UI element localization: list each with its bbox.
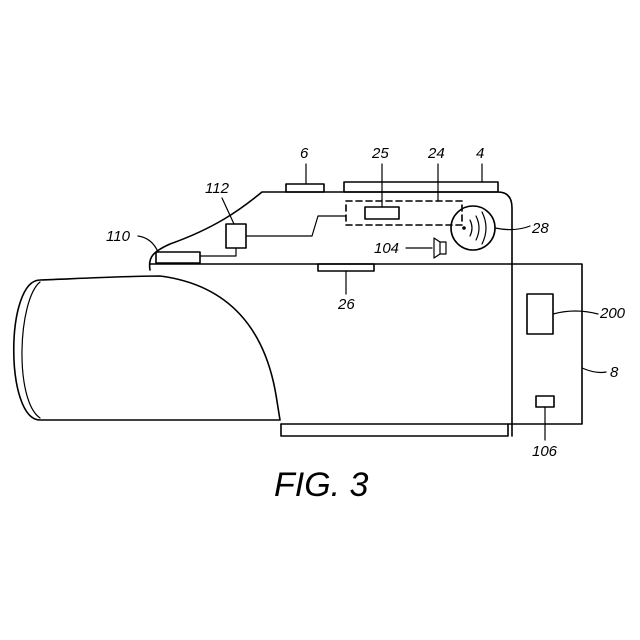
component-112: [226, 224, 246, 248]
speaker-28: [451, 206, 495, 250]
component-106: [536, 396, 554, 407]
label-25: 25: [371, 145, 389, 162]
wrist-end-curve: [22, 282, 40, 418]
bottom-element-26: [318, 264, 374, 271]
leader-110: [138, 236, 158, 252]
label-200: 200: [599, 305, 626, 322]
leader-200: [553, 311, 598, 314]
dashed-module-24: [346, 201, 462, 225]
leader-8: [582, 368, 606, 373]
button-6: [286, 184, 324, 192]
label-104: 104: [374, 240, 399, 257]
device-housing: [150, 192, 512, 436]
label-6: 6: [300, 145, 309, 162]
label-24: 24: [427, 145, 445, 162]
sensor-110: [156, 252, 200, 263]
wire-112-module: [246, 216, 346, 236]
label-8: 8: [610, 364, 619, 381]
speaker-104: [434, 238, 446, 258]
label-112: 112: [205, 180, 230, 197]
speaker-dot: [462, 226, 466, 230]
label-28: 28: [531, 220, 549, 237]
sound-waves: [470, 212, 486, 244]
component-200: [527, 294, 553, 334]
wrist-outline: [14, 276, 280, 420]
label-106: 106: [532, 443, 558, 460]
label-26: 26: [337, 296, 355, 313]
figure-caption: FIG. 3: [274, 466, 369, 504]
band-body: [150, 264, 582, 436]
display-4: [344, 182, 498, 192]
wire-110-112: [200, 248, 236, 256]
label-4: 4: [476, 145, 484, 162]
component-25: [365, 207, 399, 219]
label-110: 110: [106, 228, 131, 245]
